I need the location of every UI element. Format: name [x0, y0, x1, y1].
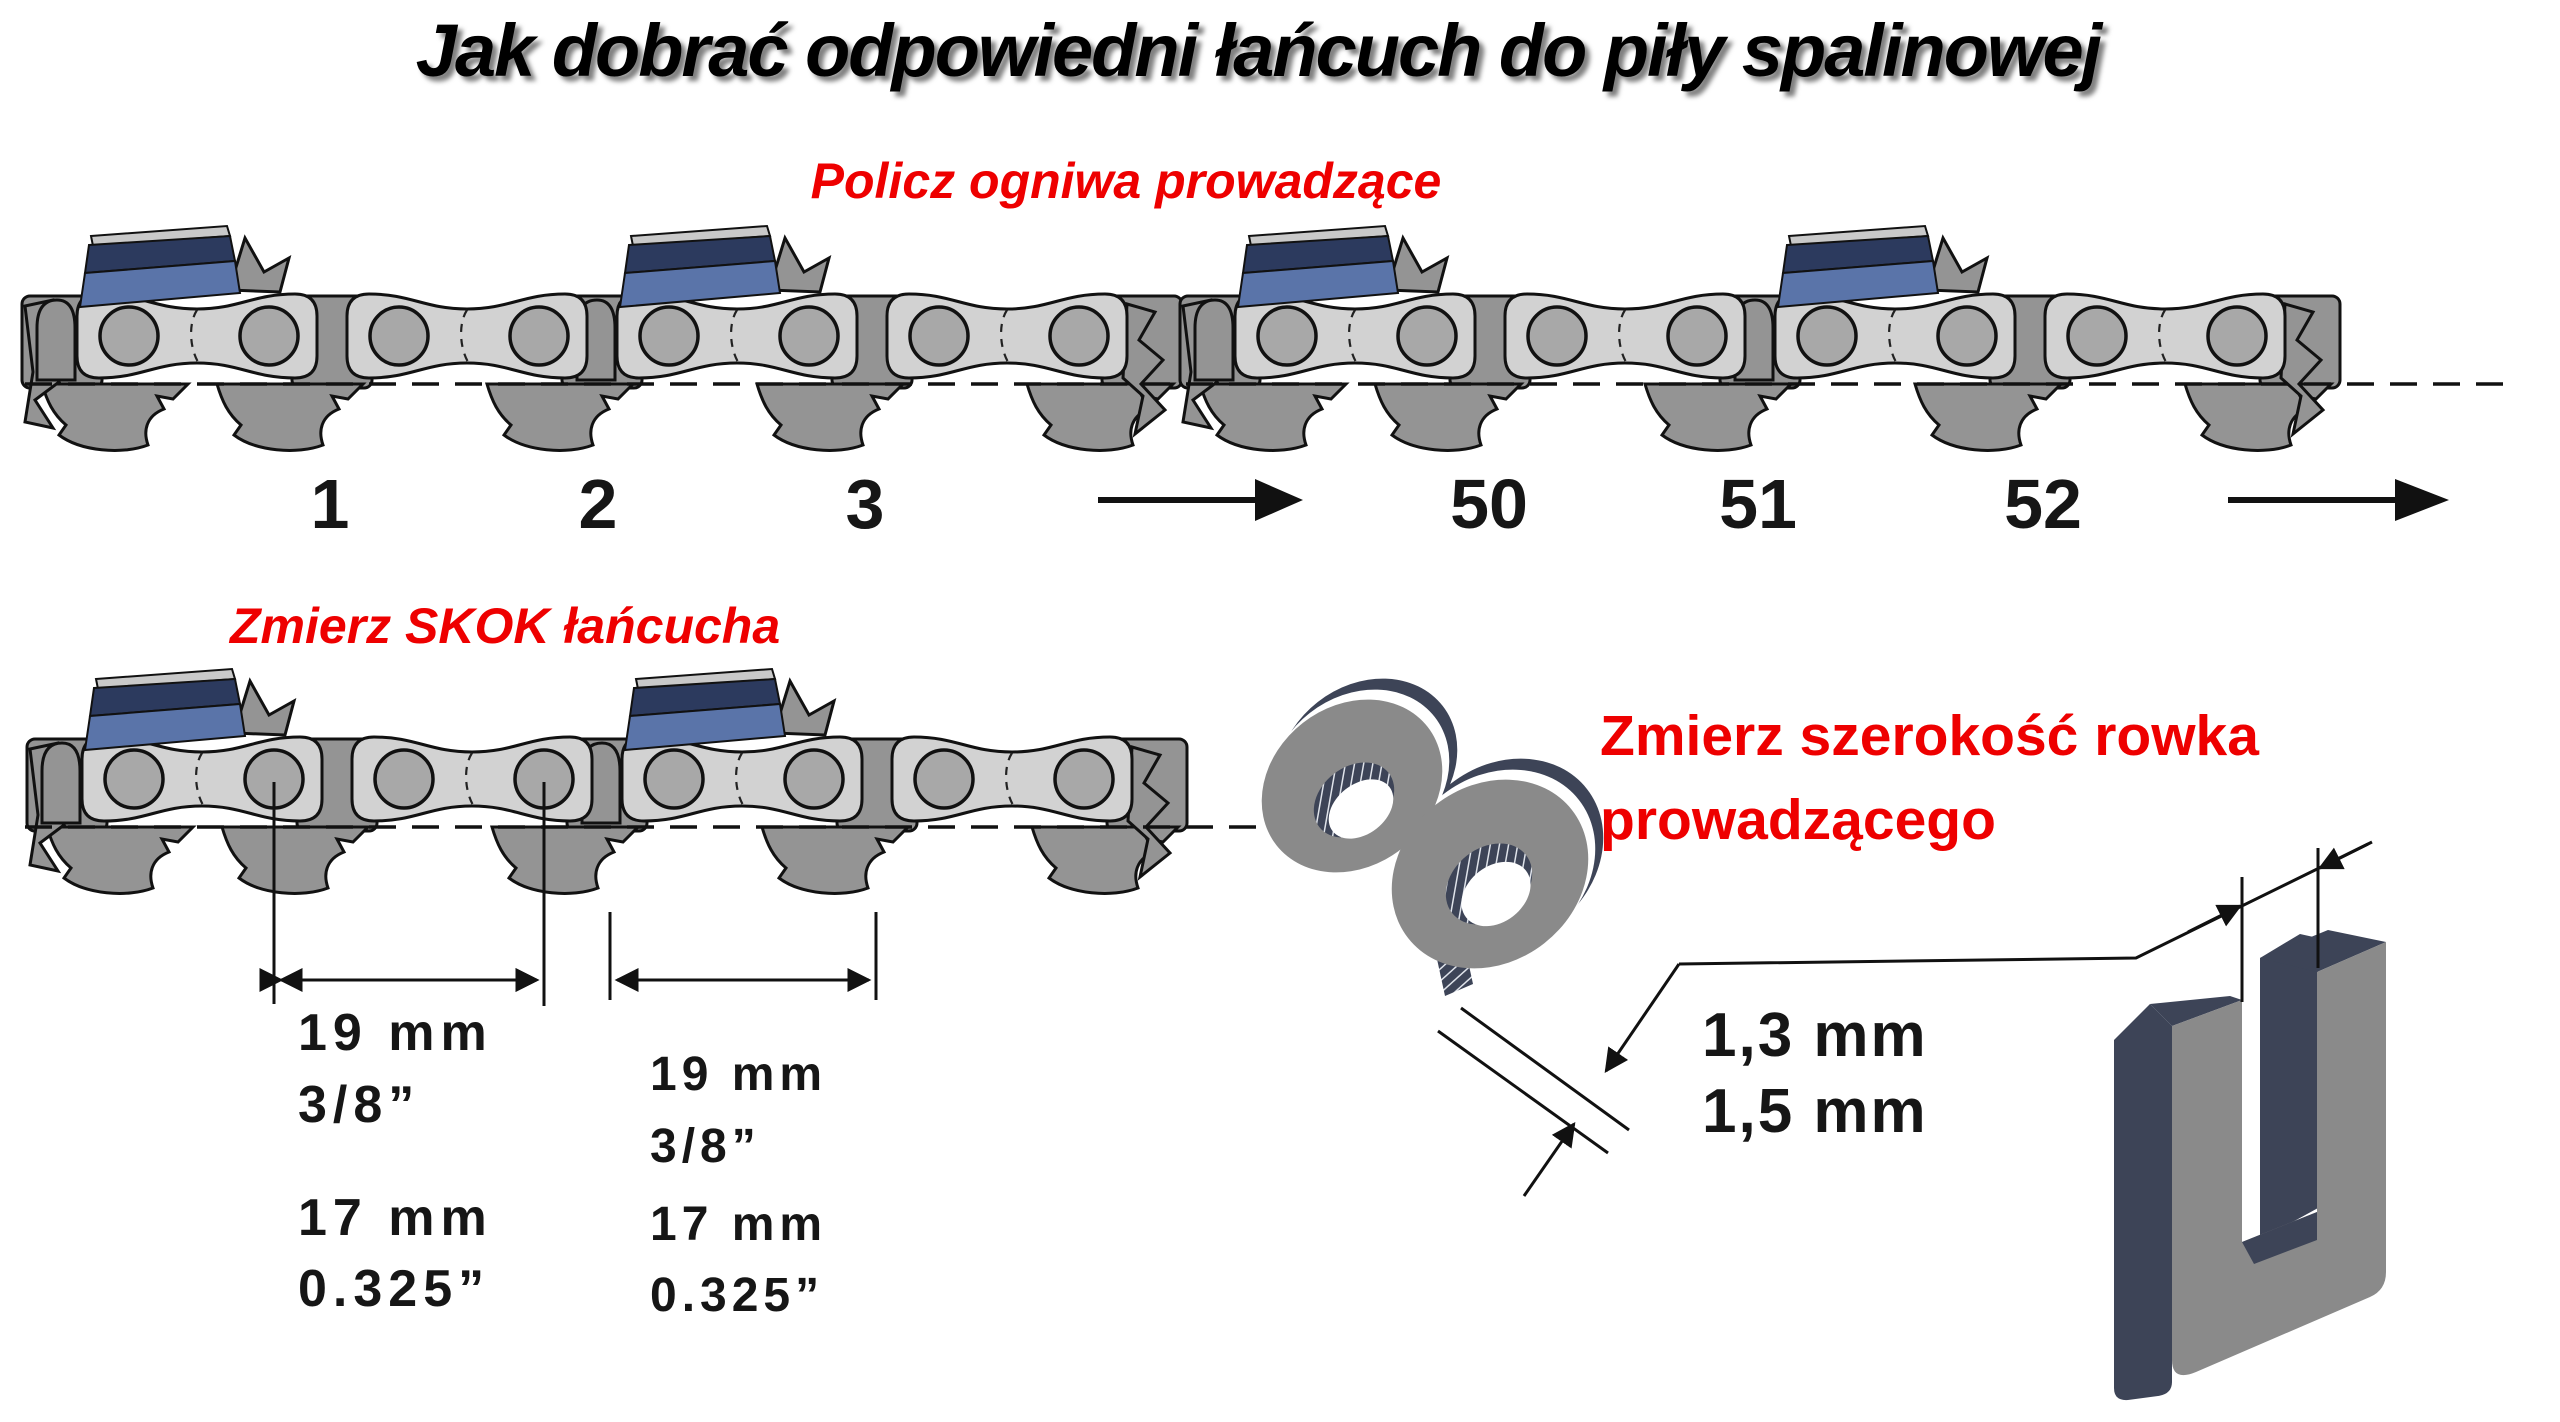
count-label-51: 51 [1719, 465, 1797, 543]
pitch-label-mm-left: 19 mm [298, 1004, 493, 1062]
pitch-dimension-lines [259, 782, 878, 1006]
groove-width-label-narrow: 1,3 mm [1702, 1001, 1928, 1070]
pitch-label-inch-right: 3/8” [650, 1120, 761, 1173]
groove-dimension-lines [1437, 840, 2373, 1197]
heading-groove-width-line2: prowadzącego [1600, 788, 1996, 852]
pitch-label-inch-left: 3/8” [298, 1076, 421, 1134]
arrow-right-icon [1098, 479, 1303, 521]
heading-groove-width: Zmierz szerokość rowka prowadzącego [1600, 694, 2259, 862]
heading-count-drive-links: Policz ogniwa prowadzące [810, 153, 1442, 209]
pitch-label-inch2-left: 0.325” [298, 1260, 491, 1318]
heading-pitch: Zmierz SKOK łańcucha [230, 598, 781, 654]
groove-width-label-wide: 1,5 mm [1702, 1077, 1928, 1146]
count-label-50: 50 [1450, 465, 1528, 543]
count-label-3: 3 [845, 465, 885, 543]
page-title: Jak dobrać odpowiedni łańcuch do piły sp… [415, 9, 2102, 92]
pitch-label-mm2-right: 17 mm [650, 1198, 828, 1251]
groove-illustration [2114, 930, 2386, 1401]
chain-illustration-top-right [1180, 226, 2340, 450]
count-label-2: 2 [578, 465, 618, 543]
chain-illustration-top-left [22, 226, 1182, 450]
pitch-label-inch2-right: 0.325” [650, 1269, 825, 1322]
drive-link-illustration [1261, 678, 1604, 996]
count-label-1: 1 [310, 465, 350, 543]
pitch-label-mm2-left: 17 mm [298, 1189, 493, 1247]
chain-illustration-pitch [27, 669, 1187, 893]
heading-groove-width-line1: Zmierz szerokość rowka [1600, 704, 2259, 768]
pitch-label-mm-right: 19 mm [650, 1048, 828, 1101]
arrow-right-icon [2228, 479, 2449, 521]
count-label-52: 52 [2004, 465, 2082, 543]
